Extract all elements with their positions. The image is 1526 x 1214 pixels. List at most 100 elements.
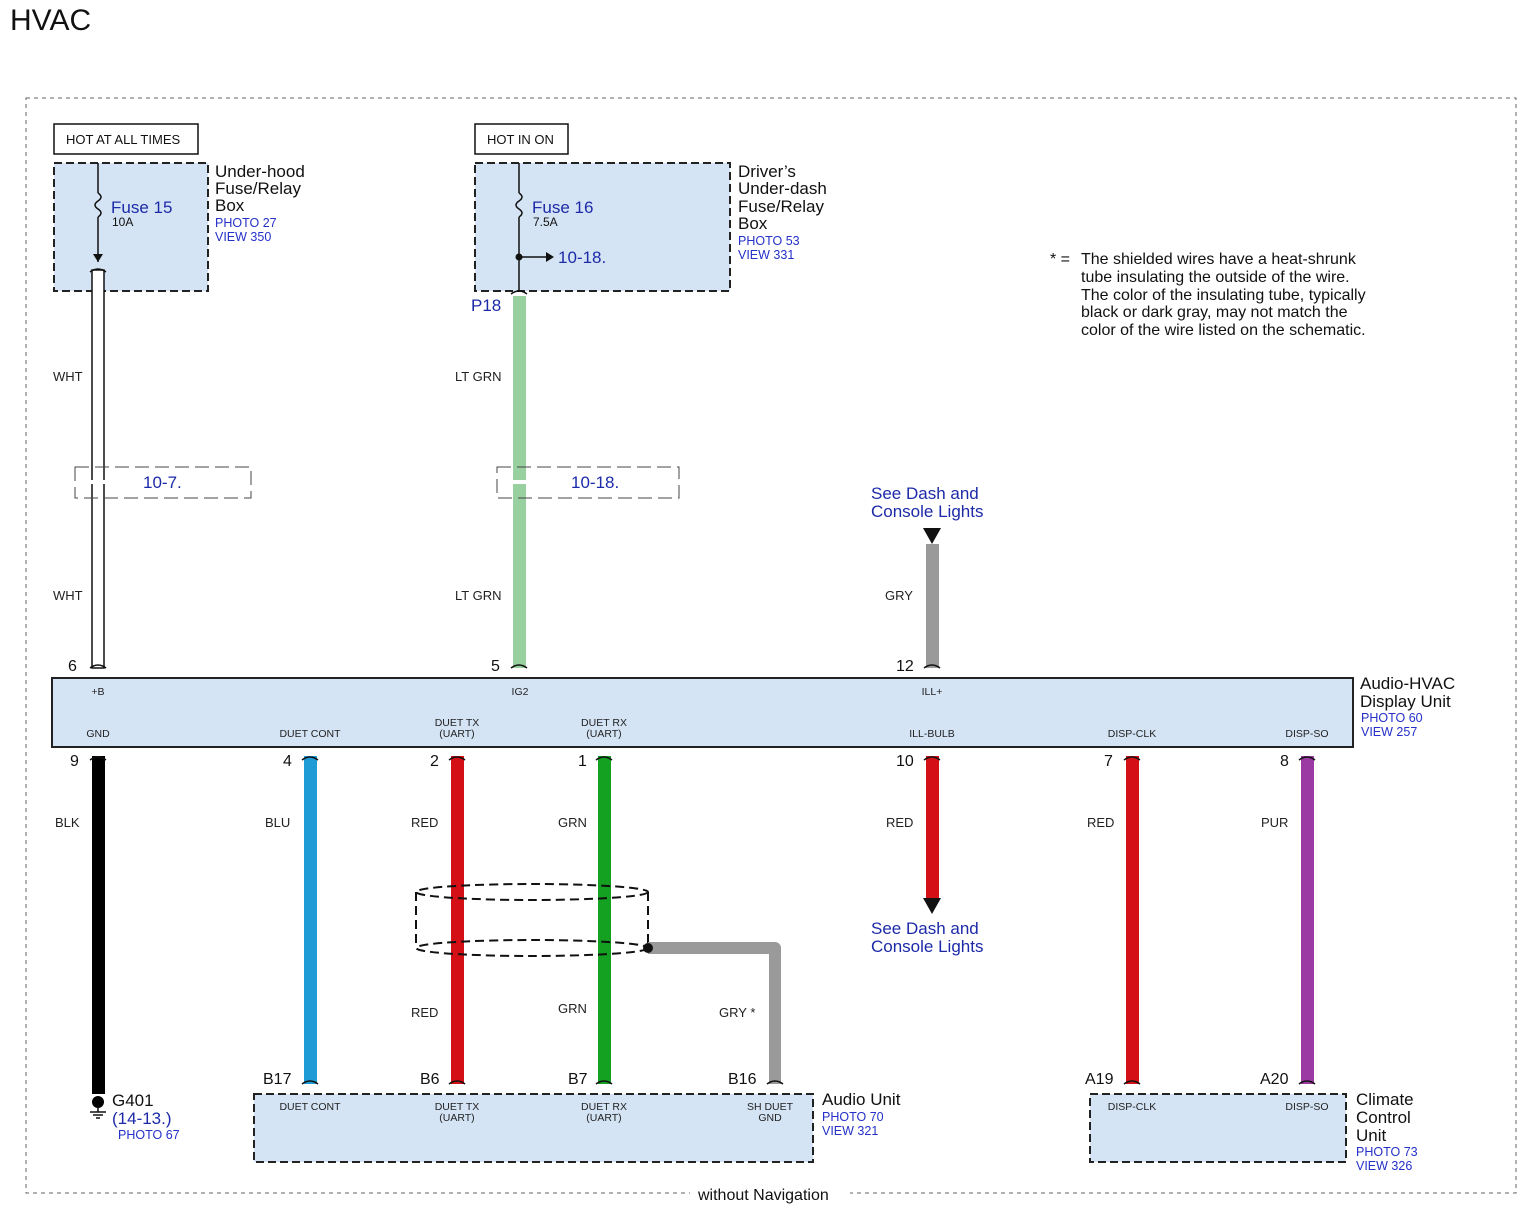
dash-lights-ref-bottom-2[interactable]: Console Lights bbox=[871, 937, 983, 956]
display-unit-box bbox=[51, 677, 1354, 748]
ground-photo: PHOTO 67 bbox=[118, 1128, 180, 1142]
audio-signal-duet-cont: DUET CONT bbox=[279, 1101, 341, 1113]
signal-disp-clk: DISP-CLK bbox=[1108, 728, 1156, 740]
hot-in-on-box bbox=[474, 123, 569, 155]
climate-unit-name-3: Unit bbox=[1356, 1126, 1387, 1145]
wire-blk-label: BLK bbox=[55, 815, 80, 830]
dash-lights-arrow-bottom bbox=[923, 898, 941, 914]
climate-signal-disp-clk: DISP-CLK bbox=[1108, 1101, 1156, 1113]
pin-a20-label: A20 bbox=[1260, 1071, 1289, 1088]
underhood-box-name-3: Box bbox=[215, 196, 245, 215]
hot-at-all-times-label: HOT AT ALL TIMES bbox=[66, 132, 180, 147]
pin-6-label: 6 bbox=[68, 658, 77, 675]
wire-red-tx-terminal-top bbox=[448, 756, 466, 761]
audio-signal-duet-rx-2: (UART) bbox=[586, 1112, 621, 1124]
wire-gry-shield-label: GRY * bbox=[719, 1005, 755, 1020]
wire-blu bbox=[304, 756, 317, 1084]
wire-pur-terminal-top bbox=[1298, 756, 1316, 761]
wire-wht-terminal-top bbox=[89, 268, 107, 273]
dash-lights-ref-bottom-1[interactable]: See Dash and bbox=[871, 919, 979, 938]
signal-duet-tx-1: DUET TX bbox=[435, 717, 480, 729]
signal-duet-cont: DUET CONT bbox=[279, 728, 341, 740]
pin-a19-label: A19 bbox=[1085, 1071, 1114, 1088]
signal-ill-bulb: ILL-BULB bbox=[909, 728, 955, 740]
fuse15-symbol bbox=[94, 192, 102, 218]
wire-grn-rx-label: GRN bbox=[558, 815, 587, 830]
splice-ref-mid[interactable]: 10-18. bbox=[571, 473, 619, 492]
wire-grn-rx-terminal-top bbox=[595, 756, 613, 761]
pin-b16-label: B16 bbox=[728, 1071, 757, 1088]
note-line-5: color of the wire listed on the schemati… bbox=[1081, 322, 1366, 339]
fuse16-branch-ref[interactable]: 10-18. bbox=[558, 248, 606, 267]
wire-red-clk-terminal-top bbox=[1123, 756, 1141, 761]
shield-node bbox=[643, 943, 653, 953]
wire-wht-label-top: WHT bbox=[53, 369, 83, 384]
wire-red-ill-label: RED bbox=[886, 815, 913, 830]
audio-signal-duet-rx-1: DUET RX bbox=[581, 1101, 627, 1113]
wire-blk bbox=[92, 756, 105, 1094]
pin-1-label: 1 bbox=[578, 753, 587, 770]
hot-at-all-times-box bbox=[53, 123, 199, 155]
climate-unit-photo: PHOTO 73 bbox=[1356, 1145, 1418, 1159]
audio-signal-sh-duet-2: GND bbox=[758, 1112, 782, 1124]
underdash-box-view: VIEW 331 bbox=[738, 248, 794, 262]
wire-lt-grn-terminal-bottom bbox=[510, 664, 528, 669]
climate-unit-name-2: Control bbox=[1356, 1108, 1411, 1127]
wire-lt-grn-label-top: LT GRN bbox=[455, 369, 501, 384]
underdash-box-name-2: Under-dash bbox=[738, 179, 827, 198]
wire-pur-label: PUR bbox=[1261, 815, 1288, 830]
underdash-box-name-4: Box bbox=[738, 214, 768, 233]
display-unit-view: VIEW 257 bbox=[1361, 725, 1417, 739]
wire-gry-shield-terminal bbox=[766, 1080, 784, 1085]
pin-4-label: 4 bbox=[283, 753, 292, 770]
fuse15-rating: 10A bbox=[112, 215, 133, 229]
underhood-fuse-box bbox=[53, 162, 209, 292]
note-marker: * = bbox=[1050, 251, 1070, 268]
ground-ref[interactable]: (14-13.) bbox=[112, 1109, 172, 1128]
fuse15-arrow bbox=[93, 254, 103, 262]
hot-in-on-label: HOT IN ON bbox=[487, 132, 554, 147]
pin-5-label: 5 bbox=[491, 658, 500, 675]
signal-duet-rx-2: (UART) bbox=[586, 728, 621, 740]
wire-red-ill bbox=[926, 756, 939, 900]
underhood-box-name-1: Under-hood bbox=[215, 162, 305, 181]
wire-blu-terminal-top bbox=[301, 756, 319, 761]
wire-grn-rx-label-lower: GRN bbox=[558, 1001, 587, 1016]
wire-grn-rx-terminal-bottom bbox=[595, 1080, 613, 1085]
wire-red-tx bbox=[451, 756, 464, 1084]
wire-blu-label: BLU bbox=[265, 815, 290, 830]
splice-box-mid bbox=[496, 466, 680, 499]
wire-pur bbox=[1301, 756, 1314, 1084]
wire-grn-rx bbox=[598, 756, 611, 1084]
signal-duet-rx-1: DUET RX bbox=[581, 717, 627, 729]
wire-red-tx-label-lower: RED bbox=[411, 1005, 438, 1020]
note-line-4: black or dark gray, may not match the bbox=[1081, 304, 1348, 321]
wire-red-clk-label: RED bbox=[1087, 815, 1114, 830]
wire-lt-grn-terminal-top bbox=[510, 290, 528, 295]
wire-blu-terminal-bottom bbox=[301, 1080, 319, 1085]
dash-lights-ref-top-2[interactable]: Console Lights bbox=[871, 502, 983, 521]
shield-bottom bbox=[415, 939, 649, 957]
underdash-box-name-1: Driver’s bbox=[738, 162, 796, 181]
signal-gnd: GND bbox=[86, 728, 110, 740]
fuse16-rating: 7.5A bbox=[533, 215, 558, 229]
pin-9-label: 9 bbox=[70, 753, 79, 770]
connector-p18-label: P18 bbox=[471, 296, 501, 315]
underdash-fuse-box bbox=[474, 162, 731, 292]
dash-lights-ref-top-1[interactable]: See Dash and bbox=[871, 484, 979, 503]
wire-red-tx-label: RED bbox=[411, 815, 438, 830]
pin-10-label: 10 bbox=[896, 753, 914, 770]
signal-ill-plus: ILL+ bbox=[922, 686, 943, 698]
splice-ref-left[interactable]: 10-7. bbox=[143, 473, 182, 492]
wire-wht-label-bottom: WHT bbox=[53, 588, 83, 603]
climate-unit-box bbox=[1089, 1093, 1347, 1163]
wire-red-ill-terminal bbox=[923, 756, 941, 761]
signal-duet-tx-2: (UART) bbox=[439, 728, 474, 740]
wire-gry-ill bbox=[926, 544, 939, 668]
audio-unit-photo: PHOTO 70 bbox=[822, 1110, 884, 1124]
fuse16-symbol bbox=[515, 192, 523, 218]
ground-node bbox=[92, 1096, 104, 1108]
pin-7-label: 7 bbox=[1104, 753, 1113, 770]
page-title: HVAC bbox=[10, 4, 91, 37]
